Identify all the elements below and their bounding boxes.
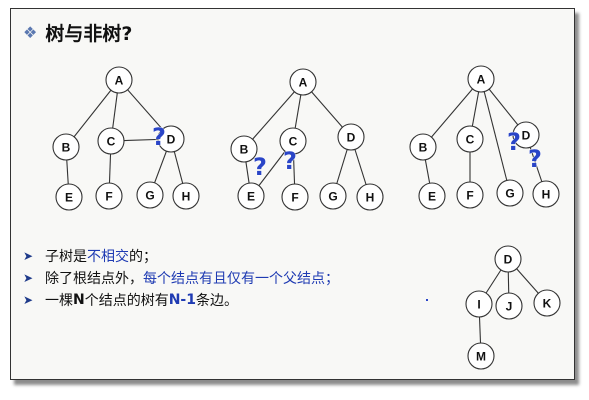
node-label: J [506, 300, 513, 314]
node-label: A [115, 74, 124, 88]
slide-title: ❖ 树与非树? [23, 19, 132, 46]
node-label: F [466, 189, 473, 203]
node-label: F [105, 190, 112, 204]
tree-node [456, 125, 484, 153]
tree-edge [422, 78, 482, 148]
tree-node [52, 133, 80, 161]
bullet-item: ➤ 除了根结点外，每个结点有且仅有一个父结点； [23, 267, 339, 289]
tree-node [279, 127, 307, 155]
bullet-text: 一棵 [45, 293, 73, 309]
node-label: C [466, 133, 475, 147]
node-label: D [347, 131, 356, 145]
arrow-bullet-icon: ➤ [23, 293, 34, 307]
node-label: D [504, 253, 513, 267]
node-label: H [366, 191, 375, 205]
tree-node [95, 182, 123, 210]
tree-node [55, 183, 83, 211]
tree-node [319, 182, 347, 210]
diamond-bullet-icon: ❖ [23, 23, 38, 42]
node-label: B [240, 143, 249, 157]
tree-node [512, 121, 540, 149]
node-label: F [291, 191, 298, 205]
tree-node [495, 292, 523, 320]
arrow-bullet-icon: ➤ [23, 249, 34, 263]
tree-node [494, 245, 522, 273]
tree-node [337, 123, 365, 151]
tree-node [533, 289, 561, 317]
node-label: G [505, 187, 514, 201]
node-label: D [167, 133, 176, 147]
node-label: E [428, 190, 436, 204]
tree-node [418, 182, 446, 210]
tree-node [281, 183, 309, 211]
node-label: B [419, 141, 428, 155]
tree-edge [65, 79, 120, 148]
node-label: H [542, 188, 551, 202]
tree-node [465, 290, 493, 318]
stray-dot [426, 299, 428, 301]
node-label: G [145, 189, 154, 203]
question-mark: ? [253, 153, 267, 181]
question-mark: ? [507, 128, 521, 156]
node-label: H [182, 190, 191, 204]
tree-node [409, 133, 437, 161]
node-label: K [543, 297, 552, 311]
tree-node [172, 182, 200, 210]
question-mark: ? [152, 123, 166, 151]
tree-node [157, 125, 185, 153]
node-label: A [477, 73, 486, 87]
node-label: A [299, 76, 308, 90]
tree-node [467, 342, 495, 370]
node-label: C [289, 135, 298, 149]
tree-edge [243, 81, 304, 150]
bullet-text: 除了根结点外， [45, 271, 143, 287]
bullet-text: N [73, 292, 85, 308]
node-label: D [522, 129, 531, 143]
tree-edge [480, 78, 511, 194]
tree-node [230, 135, 258, 163]
bullet-item: ➤ 子树是不相交的； [23, 245, 339, 267]
arrow-bullet-icon: ➤ [23, 271, 34, 285]
bullet-text: 个结点的树有 [84, 293, 169, 309]
question-mark: ? [528, 145, 542, 173]
bullet-text: 条边。 [196, 293, 238, 309]
bullet-text: N-1 [168, 292, 196, 308]
tree-node [289, 68, 317, 96]
question-mark: ? [283, 147, 297, 175]
bullet-text: 子树是 [45, 249, 87, 265]
node-label: B [62, 141, 71, 155]
tree-node [456, 181, 484, 209]
bullet-text: 不相交 [87, 249, 129, 265]
node-label: C [107, 135, 116, 149]
node-label: M [476, 350, 486, 364]
tree-node [97, 127, 125, 155]
node-label: G [328, 190, 337, 204]
bullet-text: 的； [129, 249, 157, 265]
tree-node [136, 181, 164, 209]
slide-title-text: 树与非树? [45, 23, 133, 45]
node-label: I [477, 298, 480, 312]
bullet-text: 每个结点有且仅有一个父结点； [143, 271, 339, 287]
tree-node [237, 182, 265, 210]
tree-node [105, 66, 133, 94]
node-label: E [247, 190, 255, 204]
tree-node [532, 180, 560, 208]
tree-node [496, 179, 524, 207]
node-label: E [65, 191, 73, 205]
tree-node [356, 183, 384, 211]
tree-node [467, 65, 495, 93]
